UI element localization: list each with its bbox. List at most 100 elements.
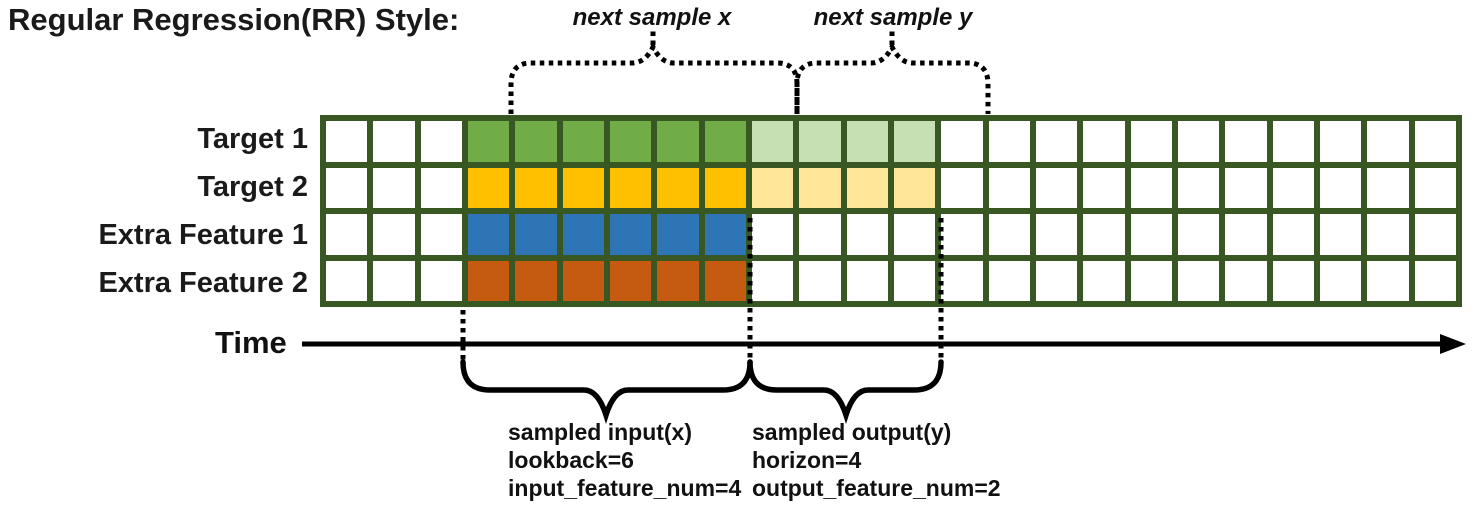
grid-cell (704, 121, 746, 162)
grid-cell (1177, 167, 1220, 208)
grid-cell (751, 214, 794, 255)
grid-cell (1414, 260, 1456, 301)
grid-cell (941, 121, 983, 162)
grid-cell (751, 260, 794, 301)
grid-cell (515, 167, 557, 208)
row-label: Target 1 (197, 123, 308, 155)
row-label: Target 2 (197, 171, 308, 203)
grid-cell (1083, 260, 1125, 301)
grid-cell (420, 260, 462, 301)
grid-cell (704, 260, 746, 301)
next-sample-y-label: next sample y (813, 4, 973, 31)
grid-cell (562, 121, 604, 162)
grid-cell (657, 214, 699, 255)
grid-cell (941, 214, 983, 255)
grid-cell (1225, 214, 1267, 255)
grid-cell (1130, 260, 1172, 301)
sampled-output-horizon: horizon=4 (752, 447, 862, 473)
sampled-output-caption: sampled output(y) horizon=4 output_featu… (752, 418, 1001, 502)
sampled-output-title: sampled output(y) (752, 419, 952, 445)
grid-cell (799, 121, 841, 162)
grid-cell (1272, 121, 1314, 162)
grid-cell (515, 260, 557, 301)
grid-cell (799, 214, 841, 255)
sampled-output-features: output_feature_num=2 (752, 475, 1001, 501)
grid-cell (326, 260, 368, 301)
diagram-title: Regular Regression(RR) Style: (8, 2, 460, 37)
grid-cell (562, 167, 604, 208)
grid-cell (657, 260, 699, 301)
sampled-input-features: input_feature_num=4 (508, 475, 742, 501)
next-sample-x-brace (508, 41, 800, 114)
sampled-output-brace (747, 359, 944, 425)
grid-cell (1035, 260, 1078, 301)
grid-cell (326, 214, 368, 255)
grid-cell (609, 214, 652, 255)
sampled-input-lookback: lookback=6 (508, 447, 634, 473)
grid-cell (373, 121, 415, 162)
time-arrow-icon (1440, 334, 1466, 354)
grid-cell (657, 121, 699, 162)
grid-cell (893, 167, 936, 208)
grid-cell (846, 214, 888, 255)
grid-cell (1225, 167, 1267, 208)
grid-cell (751, 121, 794, 162)
grid-cell (420, 167, 462, 208)
row-label: Extra Feature 2 (98, 267, 308, 299)
grid-cell (1414, 121, 1456, 162)
grid-cell (467, 167, 510, 208)
grid-cell (1367, 167, 1409, 208)
grid-cell (515, 214, 557, 255)
grid-cell (373, 167, 415, 208)
grid-cell (467, 121, 510, 162)
grid-cell (1083, 214, 1125, 255)
grid-cell (988, 121, 1030, 162)
grid-cell (1083, 121, 1125, 162)
grid-cell (1367, 121, 1409, 162)
grid-cell (988, 167, 1030, 208)
sample-grid (320, 115, 1462, 307)
grid-cell (1272, 260, 1314, 301)
grid-cell (941, 260, 983, 301)
grid-cell (751, 167, 794, 208)
grid-cell (420, 214, 462, 255)
grid-cell (1177, 121, 1220, 162)
time-axis-label: Time (215, 325, 287, 360)
grid-cell (1225, 260, 1267, 301)
grid-cell (373, 260, 415, 301)
grid-cell (1177, 214, 1220, 255)
grid-cell (562, 260, 604, 301)
row-label: Extra Feature 1 (98, 219, 308, 251)
grid-cell (609, 121, 652, 162)
sampled-input-title: sampled input(x) (508, 419, 693, 445)
grid-cell (1130, 214, 1172, 255)
grid-cell (941, 167, 983, 208)
grid-cell (467, 214, 510, 255)
grid-cell (1414, 167, 1456, 208)
grid-cell (609, 167, 652, 208)
grid-cell (1414, 214, 1456, 255)
grid-cell (1319, 214, 1362, 255)
grid-cell (799, 260, 841, 301)
grid-cell (1225, 121, 1267, 162)
grid-cell (893, 260, 936, 301)
grid-cell (846, 167, 888, 208)
grid-cell (609, 260, 652, 301)
grid-cell (1272, 167, 1314, 208)
grid-cell (704, 167, 746, 208)
next-sample-x-label: next sample x (572, 4, 732, 31)
grid-cell (988, 214, 1030, 255)
grid-cell (1319, 121, 1362, 162)
grid-cell (846, 260, 888, 301)
grid-cell (1319, 167, 1362, 208)
grid-cell (893, 121, 936, 162)
grid-cell (1177, 260, 1220, 301)
grid-cell (562, 214, 604, 255)
grid-cell (988, 260, 1030, 301)
grid-cell (467, 260, 510, 301)
grid-cell (1035, 121, 1078, 162)
grid-cell (1035, 167, 1078, 208)
grid-cell (799, 167, 841, 208)
grid-cell (1130, 167, 1172, 208)
grid-cell (657, 167, 699, 208)
